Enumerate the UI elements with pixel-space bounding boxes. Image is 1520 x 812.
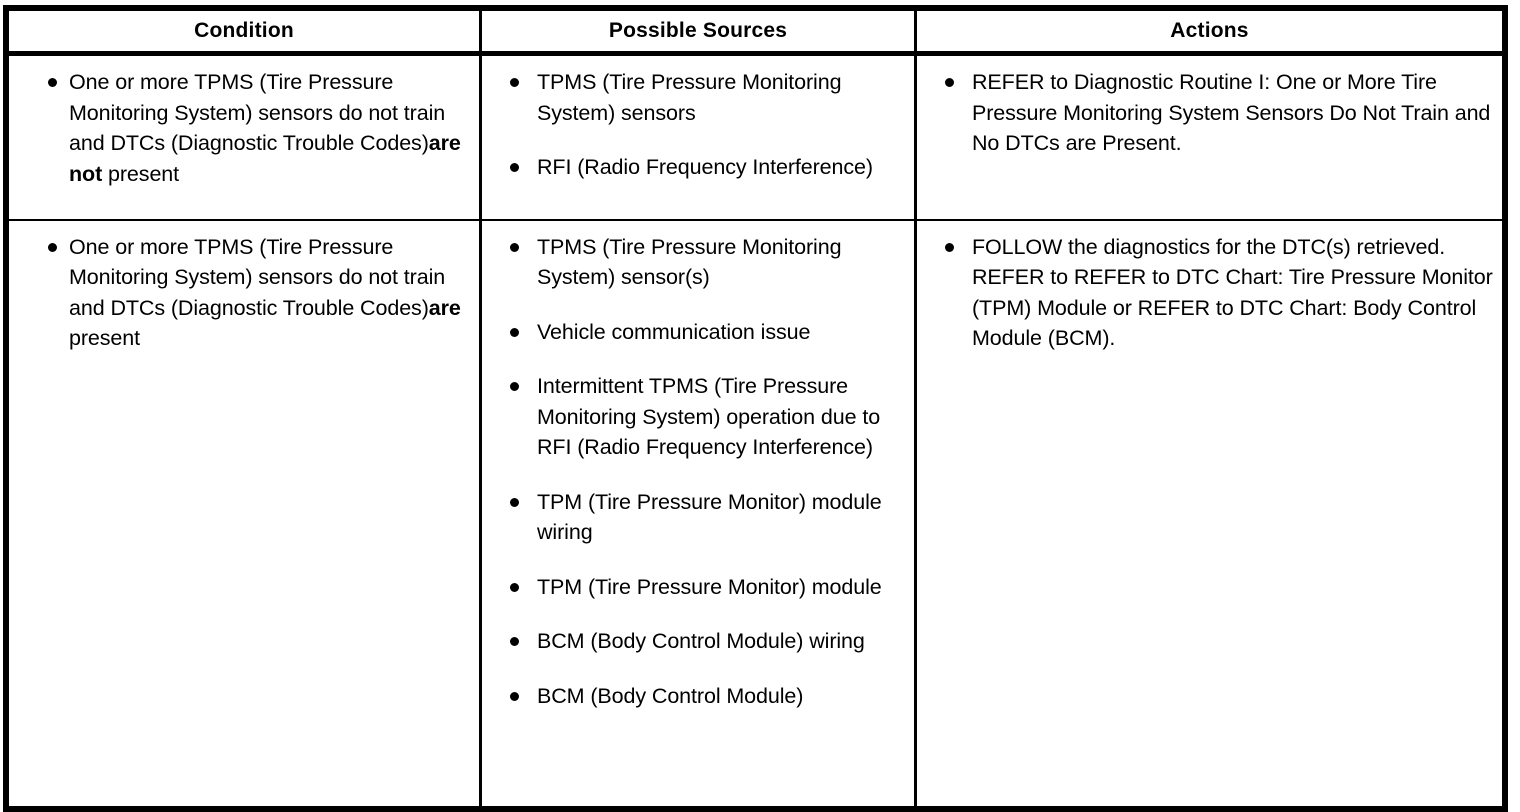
column-header-actions: Actions (1170, 19, 1249, 42)
sources-bullet-list: TPMS (Tire Pressure Monitoring System) s… (488, 232, 908, 712)
emphasis-text: are not (69, 131, 461, 186)
list-item: Vehicle communication issue (488, 317, 908, 348)
list-item: One or more TPMS (Tire Pressure Monitori… (15, 232, 473, 354)
list-item: REFER to Diagnostic Routine I: One or Mo… (923, 67, 1496, 159)
plain-text: present (102, 161, 180, 186)
plain-text: One or more TPMS (Tire Pressure Monitori… (69, 234, 446, 320)
column-header-possible-sources: Possible Sources (482, 11, 917, 51)
sources-bullet-list: TPMS (Tire Pressure Monitoring System) s… (488, 67, 908, 183)
plain-text: present (69, 326, 141, 350)
list-item: One or more TPMS (Tire Pressure Monitori… (15, 67, 473, 189)
table-row: One or more TPMS (Tire Pressure Monitori… (9, 56, 1502, 221)
table-row: One or more TPMS (Tire Pressure Monitori… (9, 220, 1502, 806)
diagnostic-table: Condition Possible Sources Actions One o… (3, 5, 1508, 812)
list-item: Intermittent TPMS (Tire Pressure Monitor… (488, 371, 908, 463)
actions-bullet-list: FOLLOW the diagnostics for the DTC(s) re… (923, 232, 1496, 354)
list-item: BCM (Body Control Module) wiring (488, 626, 908, 657)
list-item: TPMS (Tire Pressure Monitoring System) s… (488, 232, 908, 293)
plain-text: One or more TPMS (Tire Pressure Monitori… (69, 70, 446, 155)
list-item: FOLLOW the diagnostics for the DTC(s) re… (923, 232, 1496, 354)
actions-bullet-list: REFER to Diagnostic Routine I: One or Mo… (923, 67, 1496, 159)
list-item: TPM (Tire Pressure Monitor) module wirin… (488, 487, 908, 548)
condition-bullet-list: One or more TPMS (Tire Pressure Monitori… (15, 67, 473, 189)
cell-actions: REFER to Diagnostic Routine I: One or Mo… (917, 56, 1502, 219)
cell-possible-sources: TPMS (Tire Pressure Monitoring System) s… (482, 56, 917, 219)
cell-possible-sources: TPMS (Tire Pressure Monitoring System) s… (482, 220, 917, 806)
list-item: TPMS (Tire Pressure Monitoring System) s… (488, 67, 908, 128)
emphasis-text: are (428, 295, 461, 320)
cell-condition: One or more TPMS (Tire Pressure Monitori… (9, 220, 482, 806)
table-header-row: Condition Possible Sources Actions (9, 11, 1502, 56)
condition-bullet-list: One or more TPMS (Tire Pressure Monitori… (15, 232, 473, 354)
list-item: TPM (Tire Pressure Monitor) module (488, 572, 908, 603)
list-item: RFI (Radio Frequency Interference) (488, 152, 908, 183)
cell-actions: FOLLOW the diagnostics for the DTC(s) re… (917, 221, 1502, 806)
list-item: BCM (Body Control Module) (488, 681, 908, 712)
cell-condition: One or more TPMS (Tire Pressure Monitori… (9, 56, 482, 219)
column-header-condition: Condition (9, 11, 482, 51)
